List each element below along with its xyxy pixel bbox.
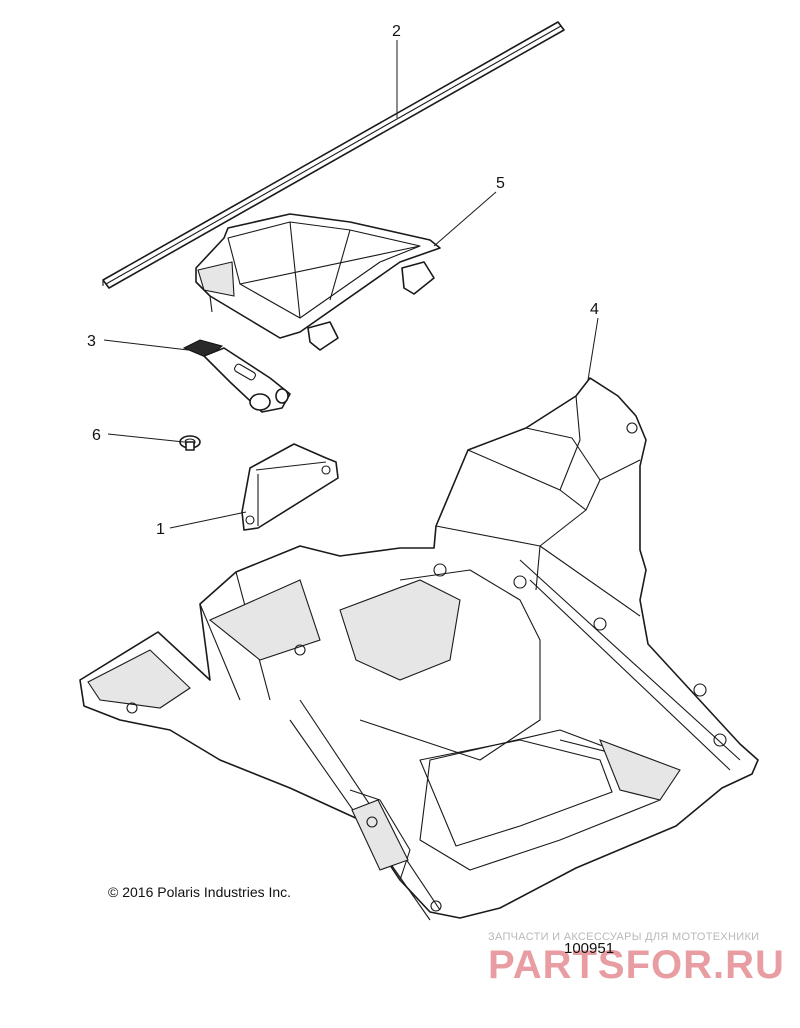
callout-6: 6 <box>92 427 101 444</box>
part-3-latch <box>182 339 291 413</box>
callout-1: 1 <box>156 521 165 538</box>
part-6-rivet <box>179 435 201 451</box>
callout-3: 3 <box>87 333 96 350</box>
part-4-body <box>79 377 759 921</box>
part-1-bracket <box>241 443 339 531</box>
copyright-text: © 2016 Polaris Industries Inc. <box>108 884 292 900</box>
diagram-reference-number: 100951 <box>564 940 615 957</box>
callout-5: 5 <box>496 175 505 192</box>
leader-lines <box>103 40 599 529</box>
watermark-caption: ЗАПЧАСТИ И АКСЕССУАРЫ ДЛЯ МОТОТЕХНИКИ <box>488 931 760 943</box>
part-2-strip <box>102 21 565 289</box>
part-5-cover <box>195 213 441 351</box>
watermark-logo: PARTSFOR.RU <box>488 943 785 987</box>
callout-2: 2 <box>392 23 401 40</box>
callout-4: 4 <box>590 301 599 318</box>
